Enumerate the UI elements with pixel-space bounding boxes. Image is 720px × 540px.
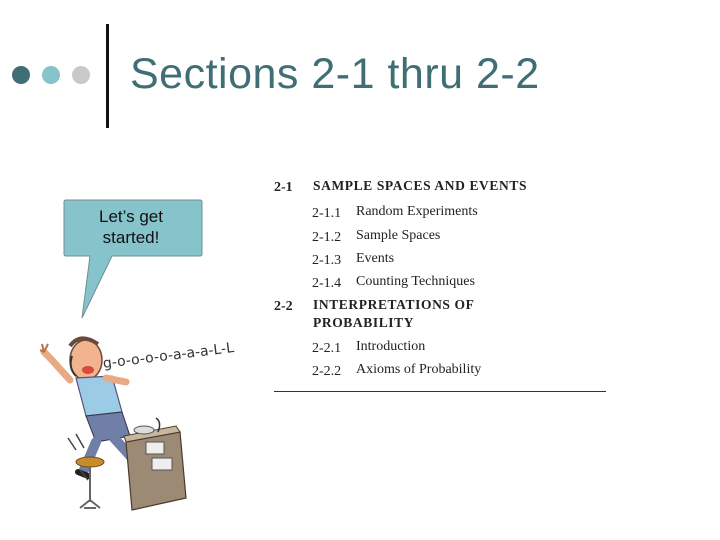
section-title-line2-row: PROBABILITY — [313, 314, 414, 332]
speech-bubble-line2: started! — [102, 228, 160, 247]
celebrating-man-illustration — [40, 336, 187, 511]
title-bullet-dark — [12, 66, 30, 84]
toc-section-2-2: 2-2 INTERPRETATIONS OF — [274, 297, 474, 315]
toc-item: 2-1.1 Random Experiments — [312, 204, 478, 222]
toc-bottom-rule — [274, 391, 606, 392]
section-number: 2-1 — [274, 180, 293, 195]
item-title: Sample Spaces — [356, 228, 441, 243]
item-number: 2-1.1 — [312, 206, 342, 221]
section-title: SAMPLE SPACES AND EVENTS — [313, 178, 528, 193]
item-title: Events — [356, 251, 395, 266]
item-number: 2-2.1 — [312, 341, 342, 356]
toc-item: 2-2.2 Axioms of Probability — [312, 362, 481, 380]
item-title: Random Experiments — [356, 204, 478, 219]
item-number: 2-1.2 — [312, 230, 342, 245]
toc-item: 2-2.1 Introduction — [312, 339, 425, 357]
title-divider — [106, 24, 109, 128]
speech-bubble-line1: Let’s get — [99, 207, 163, 226]
item-title: Counting Techniques — [356, 274, 475, 289]
item-number: 2-2.2 — [312, 364, 342, 379]
title-bullet-gray — [72, 66, 90, 84]
toc-item: 2-1.2 Sample Spaces — [312, 228, 440, 246]
section-title-line2: PROBABILITY — [313, 315, 415, 330]
speech-bubble-text: Let’s get started! — [66, 206, 196, 248]
toc-item: 2-1.4 Counting Techniques — [312, 274, 475, 292]
speech-bubble — [63, 199, 203, 319]
title-bullet-teal — [42, 66, 60, 84]
slide-title: Sections 2-1 thru 2-2 — [130, 50, 540, 98]
item-title: Axioms of Probability — [356, 362, 482, 377]
section-number: 2-2 — [274, 299, 293, 314]
section-title-line1: INTERPRETATIONS OF — [313, 297, 475, 312]
item-number: 2-1.4 — [312, 276, 342, 291]
toc-section-2-1: 2-1 SAMPLE SPACES AND EVENTS — [274, 178, 526, 196]
item-number: 2-1.3 — [312, 253, 342, 268]
item-title: Introduction — [356, 339, 426, 354]
toc-item: 2-1.3 Events — [312, 251, 394, 269]
